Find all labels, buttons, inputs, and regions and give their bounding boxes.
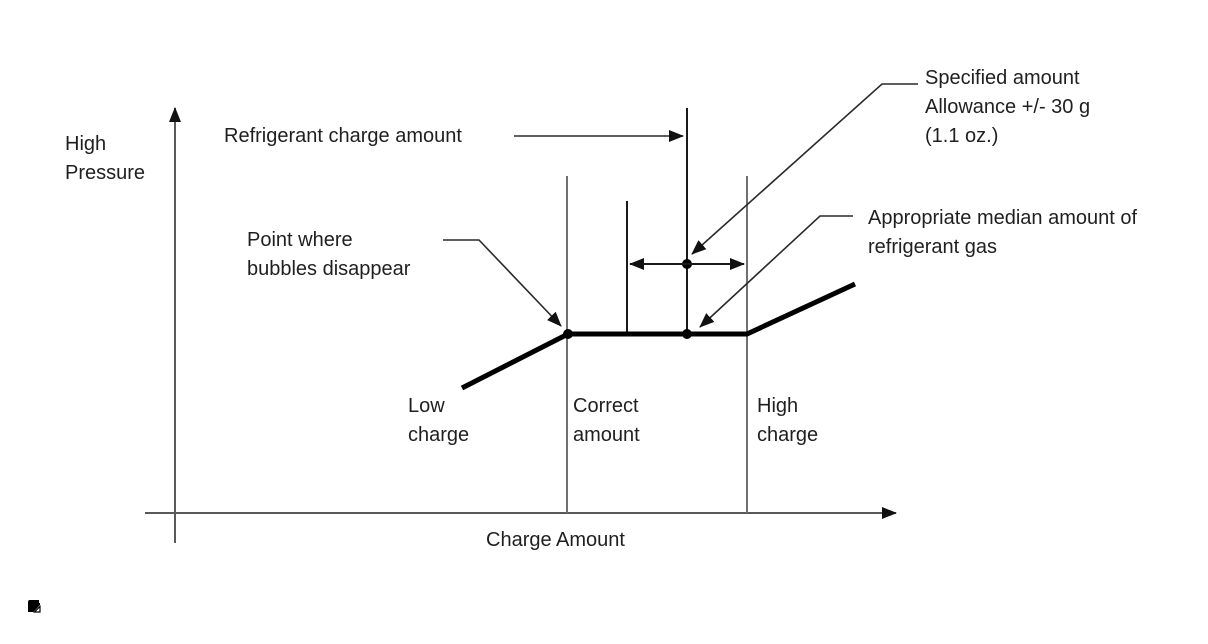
zone-label-correct-amount-line2: amount bbox=[573, 424, 640, 446]
zone-label-low-charge-line1: Low bbox=[408, 395, 445, 417]
appropriate-median-label-line2: refrigerant gas bbox=[868, 236, 997, 258]
zone-label-high-charge-line2: charge bbox=[757, 424, 819, 446]
zone-label-high-charge: High charge bbox=[757, 392, 818, 450]
zone-label-correct-amount: Correct amount bbox=[573, 392, 640, 450]
median-amount-point bbox=[682, 329, 692, 339]
specified-amount-label: Specified amount Allowance +/- 30 g (1.1… bbox=[925, 64, 1090, 151]
x-axis-label: Charge Amount bbox=[486, 529, 625, 551]
zone-label-high-charge-line1: High bbox=[757, 395, 799, 417]
bubbles-disappear-label: Point where bubbles disappear bbox=[247, 226, 410, 284]
pressure-curve bbox=[460, 281, 857, 391]
specified-amount-leader-arrow bbox=[691, 83, 918, 255]
bubbles-disappear-point bbox=[563, 329, 573, 339]
bubbles-disappear-label-line1: Point where bbox=[247, 229, 353, 251]
specified-amount-label-line2: Allowance +/- 30 g bbox=[925, 96, 1091, 118]
y-axis-label-line1: High bbox=[65, 133, 107, 155]
appropriate-median-leader-arrow bbox=[699, 215, 853, 328]
bubbles-disappear-leader-arrow bbox=[443, 239, 562, 327]
specified-amount-label-line3: (1.1 oz.) bbox=[925, 125, 999, 147]
zone-label-low-charge: Low charge bbox=[408, 392, 469, 450]
specified-amount-label-line1: Specified amount bbox=[925, 67, 1080, 89]
bubbles-disappear-label-line2: bubbles disappear bbox=[247, 258, 411, 280]
refrigerant-charge-amount-label: Refrigerant charge amount bbox=[224, 125, 462, 147]
y-axis-label: High Pressure bbox=[65, 130, 145, 188]
appropriate-median-label-line1: Appropriate median amount of bbox=[868, 207, 1138, 229]
zone-label-low-charge-line2: charge bbox=[408, 424, 470, 446]
zone-label-correct-amount-line1: Correct bbox=[573, 395, 639, 417]
illustration-marker-icon-glyph bbox=[28, 600, 41, 613]
y-axis-label-line2: Pressure bbox=[65, 162, 146, 184]
illustration-marker-icon bbox=[27, 599, 42, 614]
appropriate-median-label: Appropriate median amount of refrigerant… bbox=[868, 204, 1137, 262]
